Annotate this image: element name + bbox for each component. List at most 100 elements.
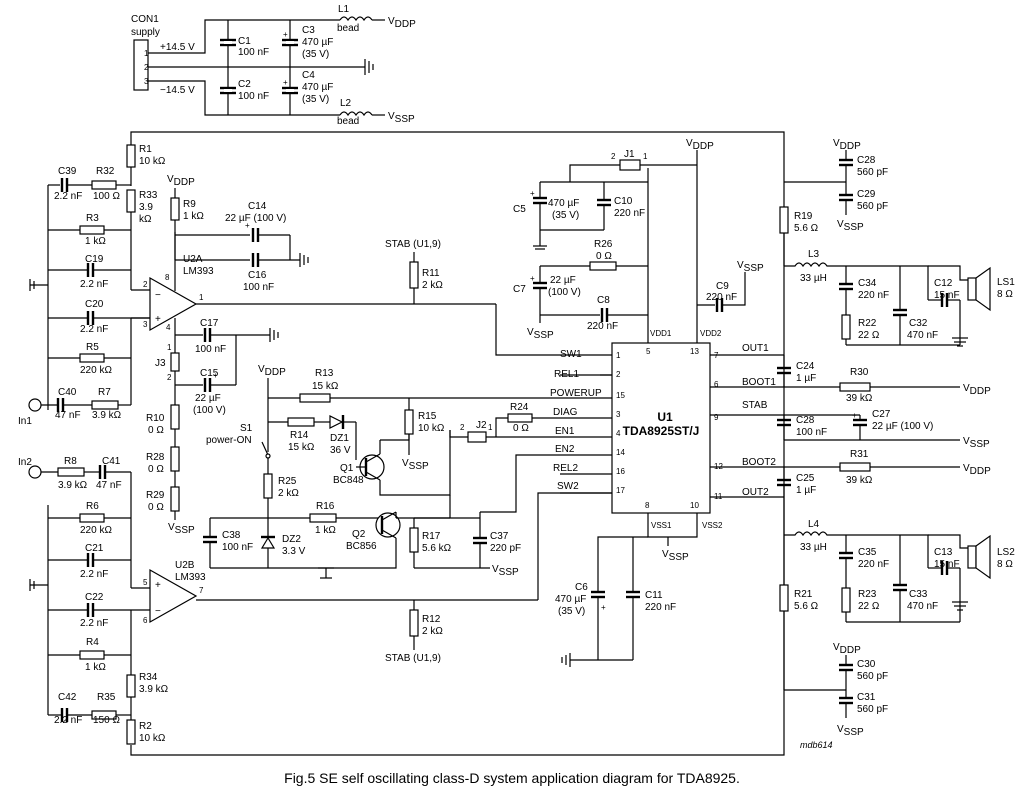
input-network-2: In2 R8 3.9 kΩ C41 47 nF R6 220 kΩ C21 2.… xyxy=(18,456,560,745)
con1-pin1: 1 xyxy=(144,49,149,58)
j1-jumper[interactable] xyxy=(619,159,641,171)
r31-label: R31 xyxy=(850,449,869,460)
c13-label: C13 xyxy=(934,547,953,558)
u1-body xyxy=(611,342,711,514)
u1-pin3: 3 xyxy=(616,410,621,419)
svg-text:+: + xyxy=(213,371,218,380)
u2a-pin8: 8 xyxy=(165,273,170,282)
r10-resistor xyxy=(170,404,180,430)
l1-inductor xyxy=(339,16,373,22)
r35-value: 150 Ω xyxy=(93,715,120,726)
u1-vss1-label: VSS1 xyxy=(651,521,672,530)
r21-label: R21 xyxy=(794,589,813,600)
q2-label: Q2 xyxy=(352,529,366,540)
l4-value: 33 µH xyxy=(800,542,827,553)
r32-value: 100 Ω xyxy=(93,191,120,202)
r7-value: 3.9 kΩ xyxy=(92,410,122,421)
c7-value: 22 µF xyxy=(550,275,576,286)
r8-label: R8 xyxy=(64,456,77,467)
u2a-triangle xyxy=(149,276,198,332)
j1-label: J1 xyxy=(624,149,635,160)
c11-value: 220 nF xyxy=(645,602,676,613)
c20-label: C20 xyxy=(85,299,104,310)
r15-vssp-label: VSSP xyxy=(402,458,429,472)
con1-pin3: 3 xyxy=(144,77,149,86)
c32-value: 470 nF xyxy=(907,330,938,341)
r31-vddp-label: VDDP xyxy=(963,463,991,477)
r14-label: R14 xyxy=(290,430,309,441)
j3-jumper[interactable] xyxy=(170,352,180,372)
c32-label: C32 xyxy=(909,318,928,329)
u1-powerup-label: POWERUP xyxy=(550,388,602,399)
c8-value: 220 nF xyxy=(587,321,618,332)
u1-rel2-label: REL2 xyxy=(553,463,578,474)
ground-symbol xyxy=(952,601,968,611)
r17-label: R17 xyxy=(422,531,441,542)
c3-value: 470 µF xyxy=(302,37,333,48)
u2b-triangle xyxy=(149,568,198,624)
s1-contact[interactable] xyxy=(265,453,271,459)
c7-label: C7 xyxy=(513,284,526,295)
s1-function: power-ON xyxy=(206,435,252,446)
r3-value: 1 kΩ xyxy=(85,236,106,247)
r9-resistor xyxy=(170,197,180,221)
c16-label: C16 xyxy=(248,270,267,281)
ground-symbol xyxy=(561,653,571,667)
u1-pin8: 8 xyxy=(645,501,650,510)
output-stage-2: R31 39 kΩ VDDP C25 1 µF L4 33 µH C35 220… xyxy=(777,449,1015,738)
r32-resistor xyxy=(91,180,117,190)
c38-value: 100 nF xyxy=(222,542,253,553)
r17-value: 5.6 kΩ xyxy=(422,543,452,554)
c15-label: C15 xyxy=(200,368,219,379)
r26-label: R26 xyxy=(594,239,613,250)
r3-resistor xyxy=(79,225,105,235)
r21-value: 5.6 Ω xyxy=(794,601,819,612)
dz1-label: DZ1 xyxy=(330,433,349,444)
u1-pin5: 5 xyxy=(646,347,651,356)
r30-value: 39 kΩ xyxy=(846,393,873,404)
ls2-label: LS2 xyxy=(997,547,1015,558)
c31-vssp-label: VSSP xyxy=(837,724,864,738)
c13-value: 15 nF xyxy=(934,559,960,570)
r30-resistor xyxy=(839,382,871,392)
r6-value: 220 kΩ xyxy=(80,525,112,536)
r23-resistor xyxy=(841,587,851,613)
dz2-value: 3.3 V xyxy=(282,546,306,557)
r23-value: 22 Ω xyxy=(858,601,880,612)
c28b-label: C28 xyxy=(796,415,815,426)
r1-value: 10 kΩ xyxy=(139,156,166,167)
j2-jumper[interactable] xyxy=(467,431,487,443)
svg-text:+: + xyxy=(530,274,535,283)
r11-value: 2 kΩ xyxy=(422,280,443,291)
in1-connector[interactable] xyxy=(28,398,42,412)
c6-value: 470 µF xyxy=(555,594,586,605)
c1-value: 100 nF xyxy=(238,47,269,58)
supply-section: CON1 supply 1 2 3 +14.5 V −14.5 V C1 100… xyxy=(131,4,416,127)
c5-rating: (35 V) xyxy=(552,210,579,221)
in1-label: In1 xyxy=(18,416,32,427)
r15-value: 10 kΩ xyxy=(418,423,445,434)
j1-pin1: 1 xyxy=(643,152,648,161)
c16-value: 100 nF xyxy=(243,282,274,293)
u1-pin15: 15 xyxy=(616,391,625,400)
r4-value: 1 kΩ xyxy=(85,662,106,673)
con1-pin2: 2 xyxy=(144,63,149,72)
u1-out2-label: OUT2 xyxy=(742,487,769,498)
c28a-label: C28 xyxy=(857,155,876,166)
u2b-pin6: 6 xyxy=(143,616,148,625)
c42-label: C42 xyxy=(58,692,77,703)
ground-symbol xyxy=(29,579,48,591)
c30-vddp-label: VDDP xyxy=(833,642,861,656)
r17-resistor xyxy=(409,527,419,553)
u1-sw2-label: SW2 xyxy=(557,481,579,492)
ground-symbol xyxy=(29,279,48,291)
frame-rails xyxy=(130,131,785,756)
output-stage-1: VDDP C28 560 pF C29 560 pF VSSP R19 5.6 … xyxy=(777,138,1015,450)
r5-label: R5 xyxy=(86,342,99,353)
svg-text:+: + xyxy=(245,221,250,230)
q1-label: Q1 xyxy=(340,463,354,474)
dz2-label: DZ2 xyxy=(282,534,301,545)
c14-label: C14 xyxy=(248,201,267,212)
c33-value: 470 nF xyxy=(907,601,938,612)
j2-pin1: 1 xyxy=(488,423,493,432)
